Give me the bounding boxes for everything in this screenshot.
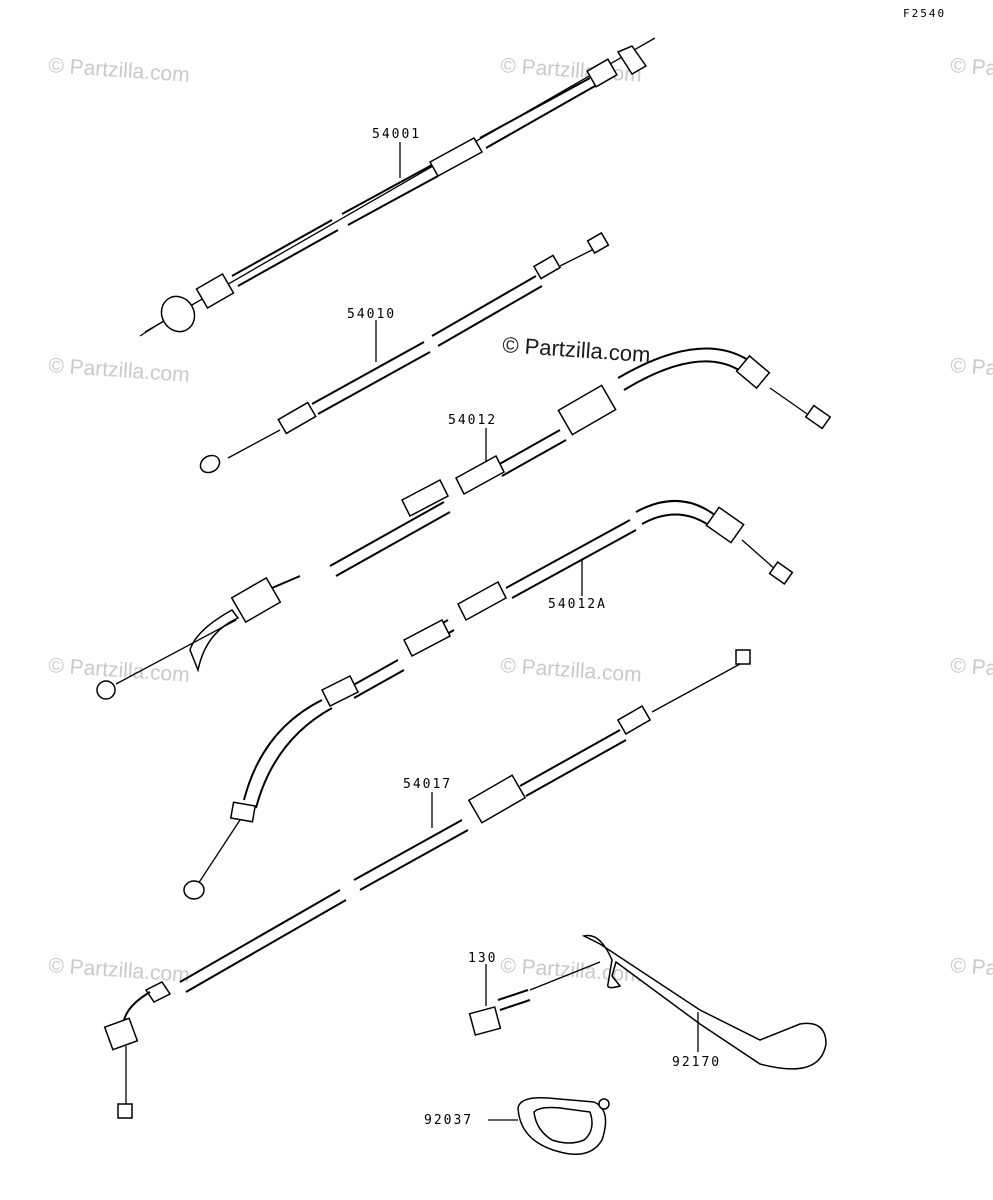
cable-54001 (139, 37, 656, 337)
bracket-92170 (529, 934, 827, 1070)
part-label-54001[interactable]: 54001 (372, 127, 421, 142)
cable-54012A (183, 500, 794, 900)
watermark: © Partzilla.com (48, 54, 191, 87)
watermark-layer: © Partzilla.com © Partzilla.com © Partzi… (48, 54, 993, 987)
watermark: © Partzilla.com (950, 354, 993, 387)
part-label-92170[interactable]: 92170 (672, 1055, 721, 1070)
watermark: © Partzilla.com (48, 354, 191, 387)
center-watermark: © Partzilla.com (502, 332, 652, 367)
part-label-54017[interactable]: 54017 (403, 777, 452, 792)
cable-54017 (103, 649, 751, 1119)
clamp-92037 (517, 1096, 610, 1155)
watermark: © Partzilla.com (500, 654, 643, 687)
cable-54010 (199, 231, 610, 474)
part-label-130[interactable]: 130 (468, 951, 497, 966)
watermark: © Partzilla.com (950, 54, 993, 87)
watermark: © Partzilla.com (950, 954, 993, 987)
watermark: © Partzilla.com (48, 954, 191, 987)
part-label-54012A[interactable]: 54012A (548, 597, 607, 612)
watermark: © Partzilla.com (500, 54, 643, 87)
watermark: © Partzilla.com (950, 654, 993, 687)
part-label-54010[interactable]: 54010 (347, 307, 396, 322)
part-label-54012[interactable]: 54012 (448, 413, 497, 428)
part-label-92037[interactable]: 92037 (424, 1113, 473, 1128)
bolt-130 (468, 989, 531, 1036)
cable-54012 (96, 347, 832, 700)
figure-code: F2540 (903, 7, 946, 20)
